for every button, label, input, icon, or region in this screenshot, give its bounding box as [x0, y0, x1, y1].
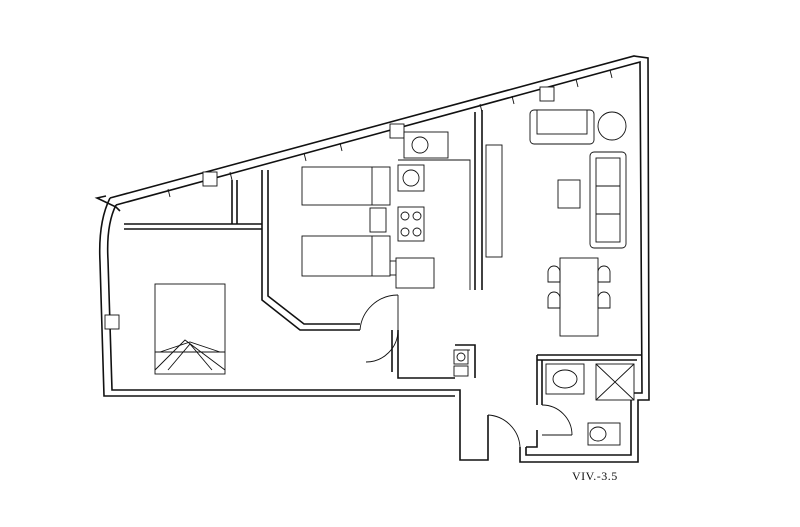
washbasin — [545, 363, 585, 395]
counter-bar — [485, 144, 503, 258]
double-bed — [154, 283, 226, 375]
twin-beds — [301, 166, 391, 277]
kitchen-sink — [403, 131, 449, 159]
cooktop — [397, 206, 425, 242]
side-table — [597, 111, 627, 141]
kitchen — [395, 131, 503, 289]
dining-table — [559, 257, 599, 337]
fridge — [395, 257, 435, 289]
column — [539, 86, 555, 102]
column — [389, 123, 405, 139]
nightstand — [369, 207, 387, 233]
washing-machine — [397, 164, 425, 192]
unit-label: VIV.-3.5 — [572, 469, 618, 483]
toilet — [587, 422, 621, 446]
entrance-door-swing — [487, 414, 521, 448]
structural-columns — [104, 86, 555, 330]
door-swing — [359, 294, 399, 331]
bathroom-door-swing — [541, 404, 573, 436]
column — [104, 314, 120, 330]
column — [202, 171, 218, 187]
doors — [359, 294, 573, 448]
utility-box — [453, 349, 469, 377]
living-room — [529, 109, 627, 337]
bathroom — [545, 363, 635, 446]
interior-walls — [124, 110, 642, 448]
coffee-table — [557, 179, 581, 209]
